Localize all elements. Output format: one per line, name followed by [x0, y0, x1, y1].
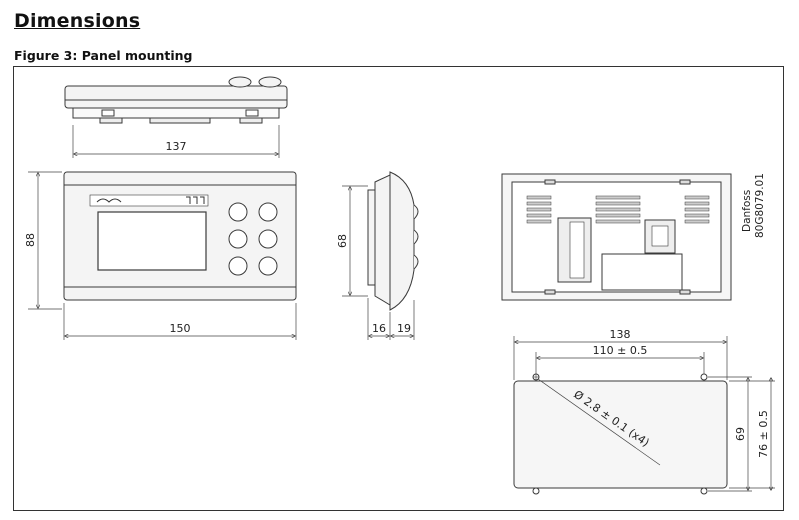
side-view — [367, 171, 419, 311]
dim-cutout — [513, 336, 775, 492]
key-left-icon — [228, 229, 248, 249]
front-view — [63, 171, 297, 301]
mount-hole-icon — [532, 487, 540, 495]
label-cutout-outer: 138 — [610, 328, 631, 341]
figure-frame — [13, 66, 784, 511]
key-down-icon — [228, 256, 248, 276]
label-cutout-height: 69 — [734, 427, 747, 441]
key-x-icon — [258, 202, 278, 222]
label-side-height: 68 — [336, 234, 349, 248]
label-side-depth-a: 16 — [372, 322, 386, 335]
dim-top-width — [72, 125, 280, 158]
label-side-depth-b: 19 — [397, 322, 411, 335]
rear-view — [501, 173, 732, 301]
doc-brand: Danfoss — [741, 190, 753, 232]
key-up-icon — [228, 202, 248, 222]
top-knob-left-icon — [228, 76, 252, 88]
mount-hole-icon — [700, 487, 708, 495]
brand-logo-icon — [96, 196, 205, 204]
top-view — [64, 76, 288, 124]
dim-side — [342, 185, 415, 340]
key-right-icon — [258, 229, 278, 249]
label-cutout-height-tol: 76 ± 0.5 — [757, 410, 770, 458]
section-heading: Dimensions — [14, 10, 141, 32]
cutout-view — [513, 373, 728, 495]
label-top-width: 137 — [166, 140, 187, 153]
top-knob-right-icon — [258, 76, 282, 88]
label-front-height: 88 — [24, 233, 37, 247]
key-ok-icon — [258, 256, 278, 276]
mount-hole-icon — [700, 373, 708, 381]
display-screen — [97, 211, 207, 271]
figure-caption: Figure 3: Panel mounting — [14, 48, 193, 63]
label-front-width: 150 — [170, 322, 191, 335]
doc-code: 80G8079.01 — [754, 173, 766, 238]
label-cutout-holes: 110 ± 0.5 — [593, 344, 648, 357]
dim-front-width — [63, 303, 297, 340]
doc-reference: Danfoss 80G8079.01 — [741, 173, 766, 238]
dim-front-height — [28, 171, 62, 310]
